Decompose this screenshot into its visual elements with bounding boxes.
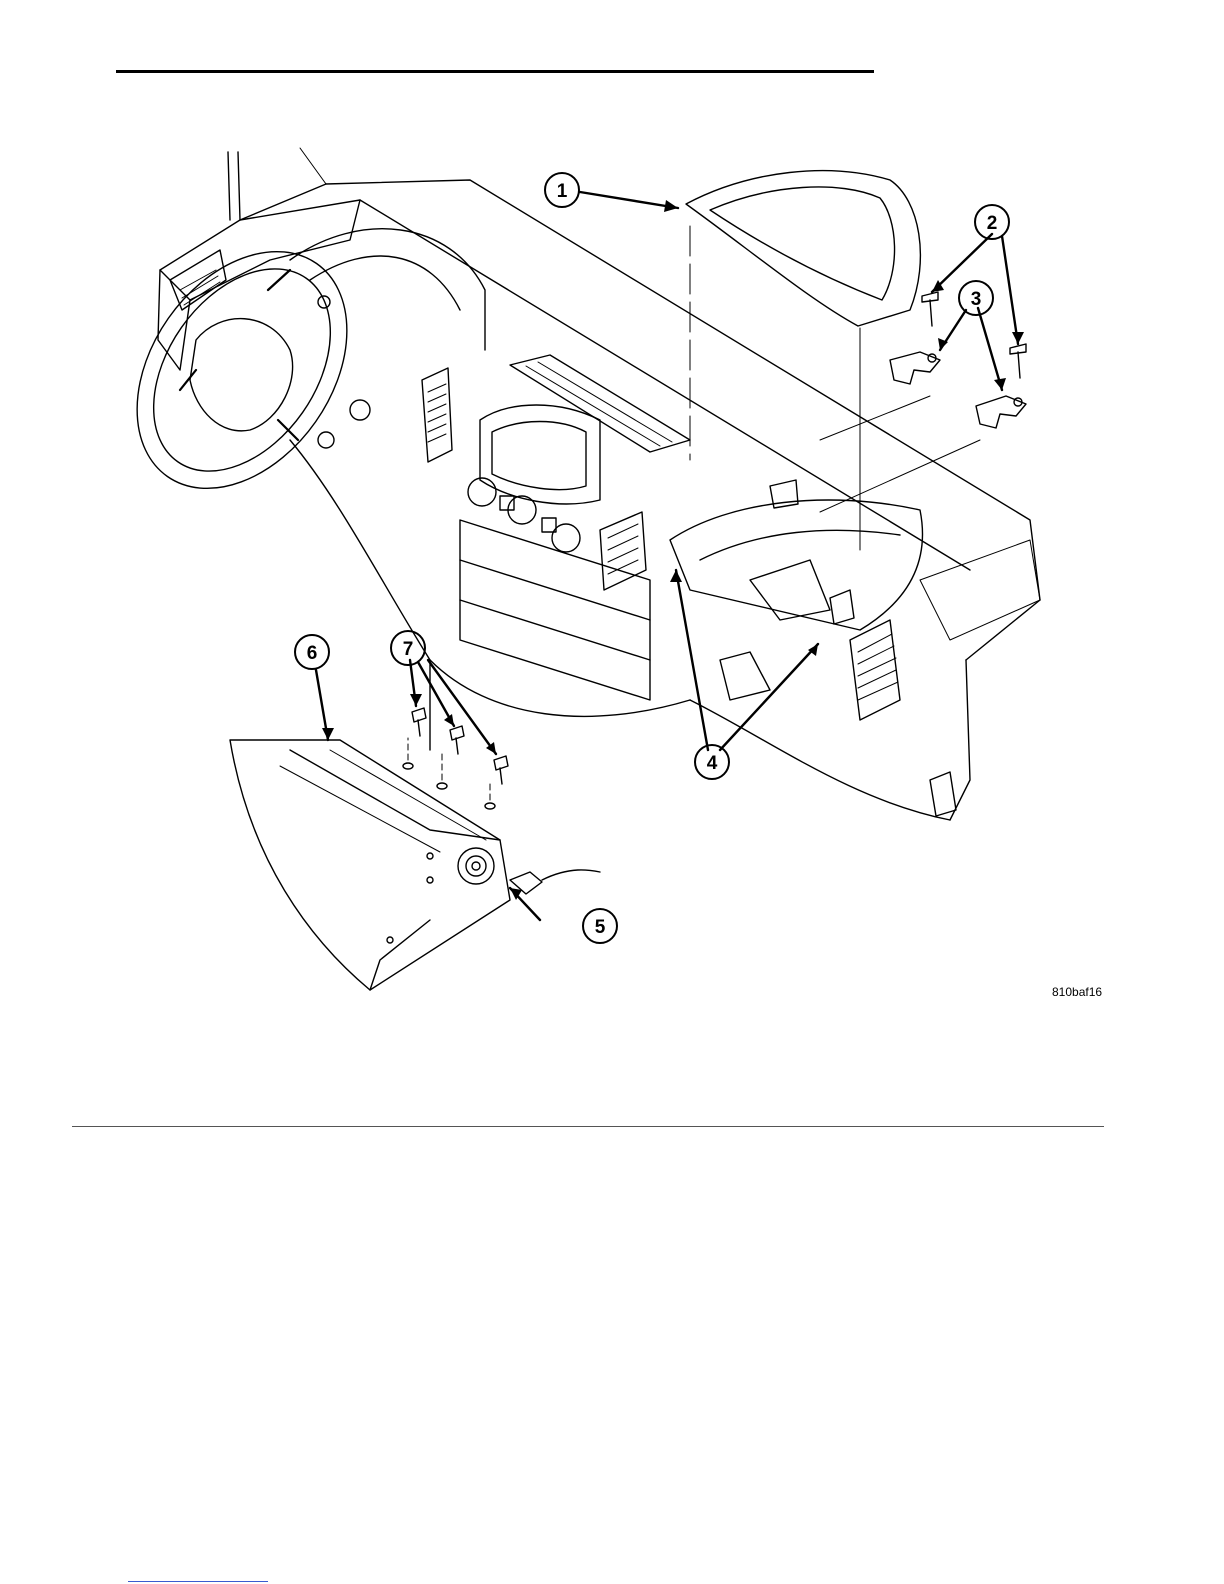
section-divider <box>72 1126 1104 1127</box>
callout-1: 1 <box>545 173 579 207</box>
svg-text:7: 7 <box>403 639 414 660</box>
instrument-panel <box>158 148 1040 820</box>
airbag-module <box>230 738 510 990</box>
instrument-panel-airbag-diagram: 1 2 3 4 5 6 7 <box>130 140 1070 1000</box>
callout-7: 7 <box>391 631 425 665</box>
center-console <box>422 355 690 700</box>
callout-4: 4 <box>695 745 729 779</box>
svg-text:2: 2 <box>987 213 998 234</box>
svg-text:1: 1 <box>557 181 568 202</box>
clips-and-brackets <box>820 292 1026 512</box>
callout-6: 6 <box>295 635 329 669</box>
svg-text:3: 3 <box>971 289 982 310</box>
svg-text:4: 4 <box>707 753 718 774</box>
passenger-airbag-opening <box>670 480 1040 816</box>
footer-link-underline[interactable] <box>128 1581 268 1582</box>
wiring-connector <box>510 870 600 894</box>
header-rule <box>116 70 874 73</box>
svg-text:5: 5 <box>595 917 606 938</box>
upper-trim-panel <box>686 171 920 550</box>
callout-2: 2 <box>975 205 1009 239</box>
svg-text:6: 6 <box>307 643 318 664</box>
callout-5: 5 <box>583 909 617 943</box>
callout-3: 3 <box>959 281 993 315</box>
steering-wheel <box>130 212 390 528</box>
figure-code: 810baf16 <box>1052 985 1102 999</box>
